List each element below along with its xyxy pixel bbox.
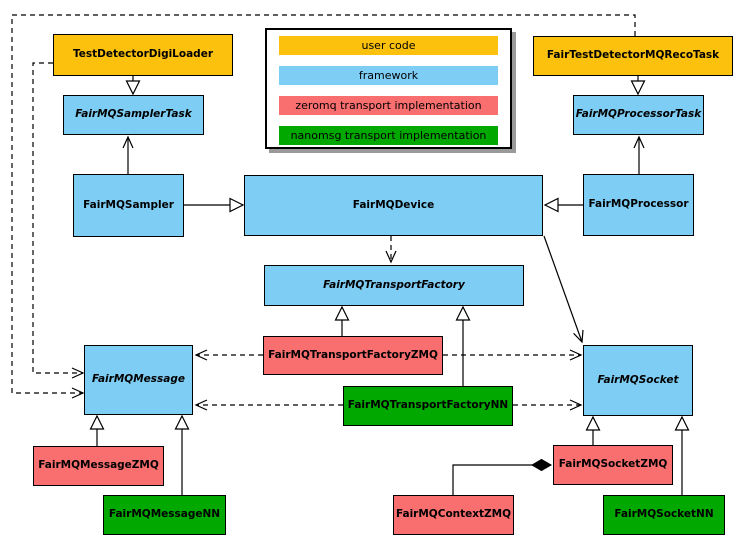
class-box-fairmqprocessortask: FairMQProcessorTask — [573, 95, 704, 135]
class-box-testdetectordigiloader: TestDetectorDigiLoader — [53, 34, 233, 76]
class-box-fairmqprocessor: FairMQProcessor — [583, 174, 694, 236]
legend-item-user-code: user code — [279, 36, 498, 55]
class-box-fairmqcontextzmq: FairMQContextZMQ — [393, 495, 514, 535]
class-box-fairmqsocketnn: FairMQSocketNN — [603, 495, 725, 535]
class-box-fairmqsocketzmq: FairMQSocketZMQ — [553, 445, 673, 485]
legend-item-zeromq: zeromq transport implementation — [279, 96, 498, 115]
legend-item-framework: framework — [279, 66, 498, 85]
class-box-fairmqsocket: FairMQSocket — [583, 345, 693, 416]
edge-association-device-socket — [543, 235, 584, 344]
class-box-fairmqtransportfactorynn: FairMQTransportFactoryNN — [343, 386, 513, 426]
legend-item-nanomsg: nanomsg transport implementation — [279, 126, 498, 145]
class-box-fairmqdevice: FairMQDevice — [244, 175, 543, 236]
class-box-fairmqmessagezmq: FairMQMessageZMQ — [33, 446, 164, 486]
class-box-fairmqsampler: FairMQSampler — [73, 174, 184, 237]
class-box-fairmqtransportfactoryzmq: FairMQTransportFactoryZMQ — [263, 336, 443, 375]
class-box-fairmqmessage: FairMQMessage — [84, 345, 193, 415]
legend-box: user code framework zeromq transport imp… — [265, 28, 512, 149]
edge-composition-contextzmq-socketzmq — [452, 458, 552, 495]
class-box-fairmqmessagenn: FairMQMessageNN — [103, 495, 226, 535]
class-box-fairmqtransportfactory: FairMQTransportFactory — [264, 265, 524, 306]
class-box-fairtestdetectormqrecotask: FairTestDetectorMQRecoTask — [533, 36, 733, 76]
class-box-fairmqsamplertask: FairMQSamplerTask — [63, 95, 204, 135]
